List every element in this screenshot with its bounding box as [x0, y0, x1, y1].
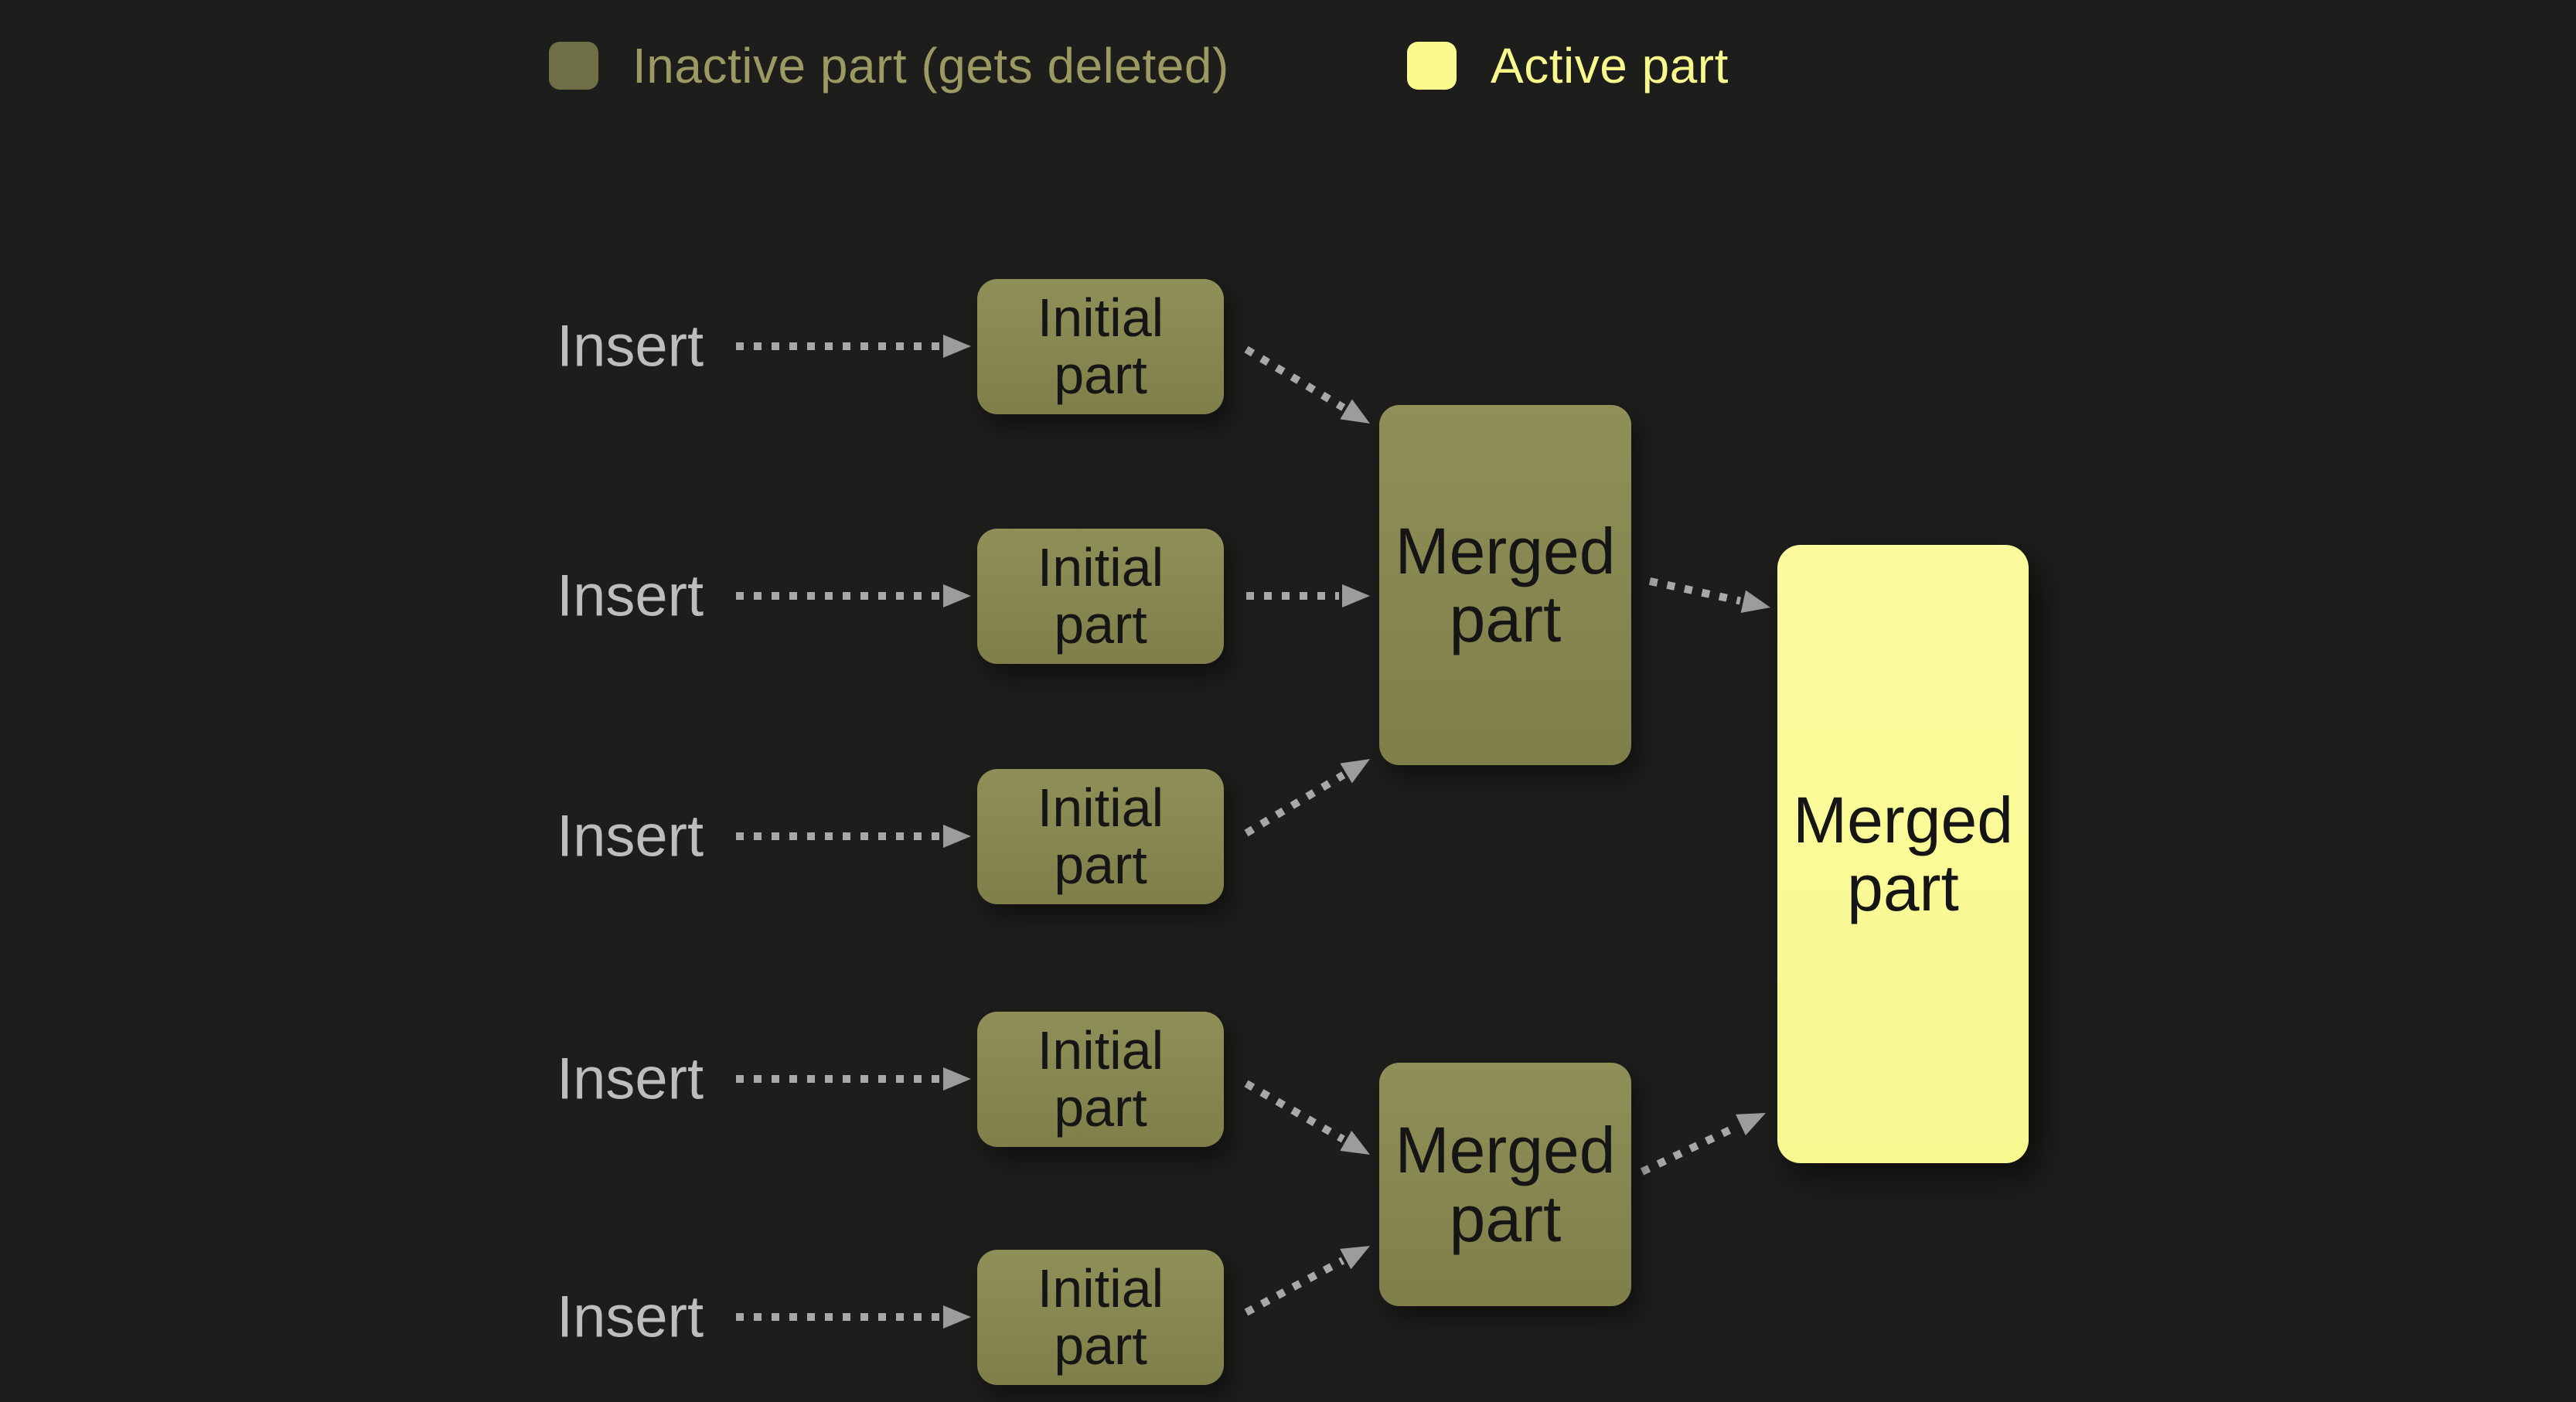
merged-part-final-box: Merged part: [1777, 545, 2029, 1163]
legend-item-inactive: Inactive part (gets deleted): [549, 37, 1229, 94]
merge-arrow-1a-head: [1340, 399, 1370, 424]
insert-label-4: Insert: [557, 1046, 704, 1112]
insert-label-3: Insert: [557, 803, 704, 869]
merged-part-1-box: Merged part: [1379, 405, 1631, 765]
merge-arrow-1a-shaft: [1244, 345, 1346, 411]
insert-arrow-3-head: [943, 825, 971, 848]
inactive-part-legend-label: Inactive part (gets deleted): [632, 38, 1229, 94]
insert-arrow-5-head: [943, 1305, 971, 1329]
initial-part-4-box: Initial part: [977, 1012, 1224, 1147]
active-part-swatch: [1407, 42, 1457, 90]
merge-arrow-2b-head: [1340, 1246, 1370, 1270]
insert-arrow-4-head: [943, 1067, 971, 1091]
insert-arrow-2-head: [943, 584, 971, 607]
initial-part-5-box: Initial part: [977, 1250, 1224, 1385]
insert-label-2: Insert: [557, 563, 704, 629]
merge-arrow-1c-shaft: [1244, 771, 1346, 837]
final-arrow-1-head: [1740, 590, 1770, 613]
merge-arrow-1c-head: [1340, 759, 1370, 784]
initial-part-2-box: Initial part: [977, 529, 1224, 664]
insert-arrow-1-head: [943, 335, 971, 358]
final-arrow-2-shaft: [1640, 1122, 1740, 1176]
merge-arrow-2a-shaft: [1244, 1080, 1345, 1143]
final-arrow-2-head: [1736, 1113, 1766, 1135]
insert-label-1: Insert: [557, 313, 704, 379]
inactive-part-swatch: [549, 42, 598, 90]
final-arrow-1-shaft: [1648, 577, 1741, 605]
legend-item-active: Active part: [1407, 37, 1729, 94]
merge-arrow-2b-shaft: [1244, 1257, 1345, 1316]
insert-label-5: Insert: [557, 1284, 704, 1350]
active-part-legend-label: Active part: [1491, 38, 1729, 94]
merged-part-2-box: Merged part: [1379, 1063, 1631, 1306]
initial-part-1-box: Initial part: [977, 279, 1224, 414]
merge-arrow-1b-head: [1342, 584, 1370, 607]
merge-arrow-2a-head: [1340, 1131, 1370, 1155]
initial-part-3-box: Initial part: [977, 769, 1224, 904]
